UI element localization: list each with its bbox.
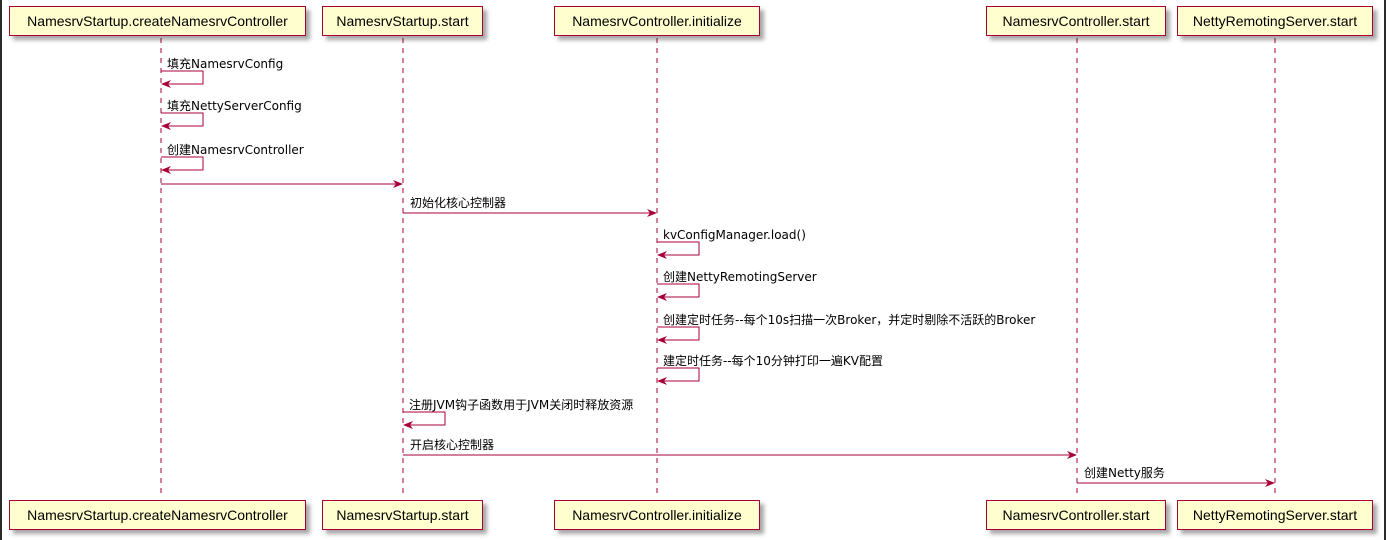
participant-top-create-namesrv-controller: NamesrvStartup.createNamesrvController	[9, 6, 306, 36]
participant-top-namesrv-startup-start: NamesrvStartup.start	[322, 6, 483, 36]
self-message-arrow	[657, 241, 700, 259]
participant-bottom-netty-remoting-server-start: NettyRemotingServer.start	[1177, 500, 1373, 530]
message-label: 创建定时任务--每个10s扫描一次Broker，并定时剔除不活跃的Broker	[663, 312, 1035, 327]
self-message-arrow	[657, 367, 700, 385]
message-label: 创建Netty服务	[1084, 465, 1165, 480]
participant-bottom-namesrv-startup-start: NamesrvStartup.start	[322, 500, 483, 530]
message-9: 建定时任务--每个10分钟打印一遍KV配置	[657, 353, 883, 385]
message-10: 注册JVM钩子函数用于JVM关闭时释放资源	[403, 397, 633, 429]
participant-top-netty-remoting-server-start: NettyRemotingServer.start	[1177, 6, 1373, 36]
self-message-arrow	[161, 70, 204, 88]
lifelines	[160, 38, 1276, 498]
message-label: 初始化核心控制器	[410, 196, 506, 210]
participant-bottom-create-namesrv-controller: NamesrvStartup.createNamesrvController	[9, 500, 306, 530]
participant-bottom-namesrv-controller-start: NamesrvController.start	[986, 500, 1166, 530]
participant-top-namesrv-controller-initialize: NamesrvController.initialize	[554, 6, 760, 36]
message-8: 创建定时任务--每个10s扫描一次Broker，并定时剔除不活跃的Broker	[657, 312, 1035, 344]
self-message-arrow	[161, 156, 204, 174]
message-2: 填充NettyServerConfig	[161, 98, 302, 130]
messages: 填充NamesrvConfig 填充NettyServerConfig 创建Name…	[161, 56, 1275, 487]
message-label: 注册JVM钩子函数用于JVM关闭时释放资源	[409, 397, 633, 412]
self-message-arrow	[657, 283, 700, 301]
message-6: kvConfigManager.load()	[657, 228, 806, 259]
message-12: 创建Netty服务	[1077, 465, 1275, 487]
message-1: 填充NamesrvConfig	[161, 56, 283, 88]
message-11: 开启核心控制器	[403, 438, 1077, 459]
message-3: 创建NamesrvController	[161, 143, 304, 174]
window-edge-right	[1384, 0, 1386, 540]
message-label: 填充NettyServerConfig	[167, 98, 302, 113]
participant-bottom-namesrv-controller-initialize: NamesrvController.initialize	[554, 500, 760, 530]
message-7: 创建NettyRemotingServer	[657, 270, 817, 301]
self-message-arrow	[161, 112, 204, 130]
message-label: 创建NettyRemotingServer	[663, 270, 817, 284]
message-5: 初始化核心控制器	[403, 196, 657, 217]
window-edge-left	[0, 0, 2, 540]
message-label: kvConfigManager.load()	[663, 228, 806, 242]
self-message-arrow	[657, 326, 700, 344]
message-label: 开启核心控制器	[410, 438, 494, 452]
self-message-arrow	[403, 411, 446, 429]
message-label: 填充NamesrvConfig	[167, 56, 283, 71]
message-label: 建定时任务--每个10分钟打印一遍KV配置	[663, 353, 883, 368]
message-label: 创建NamesrvController	[167, 143, 304, 157]
participant-top-namesrv-controller-start: NamesrvController.start	[986, 6, 1166, 36]
